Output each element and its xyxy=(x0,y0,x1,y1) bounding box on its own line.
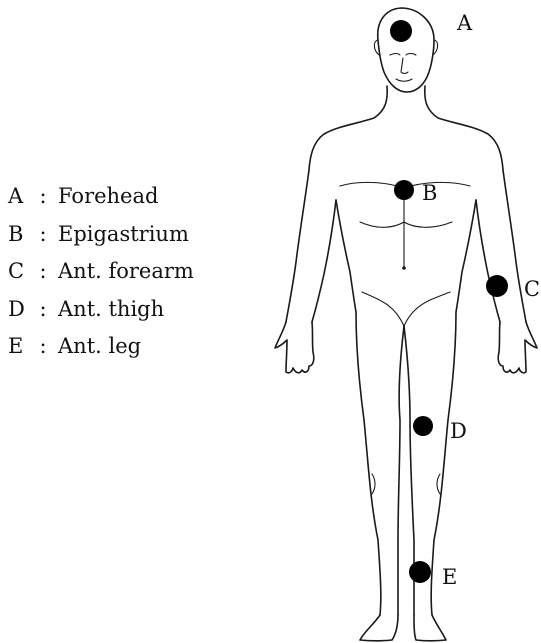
marker-dot-e xyxy=(409,561,431,583)
body-outline xyxy=(275,8,537,641)
marker-label-d: D xyxy=(450,419,467,443)
marker-dot-d xyxy=(413,416,433,436)
marker-b: B xyxy=(394,180,437,205)
marker-label-a: A xyxy=(456,11,473,35)
marker-label-b: B xyxy=(422,181,437,205)
marker-label-e: E xyxy=(442,565,457,589)
marker-d: D xyxy=(413,416,467,443)
marker-dot-c xyxy=(486,275,508,297)
marker-label-c: C xyxy=(524,277,540,301)
marker-dot-b xyxy=(394,180,414,200)
marker-dot-a xyxy=(390,20,412,42)
